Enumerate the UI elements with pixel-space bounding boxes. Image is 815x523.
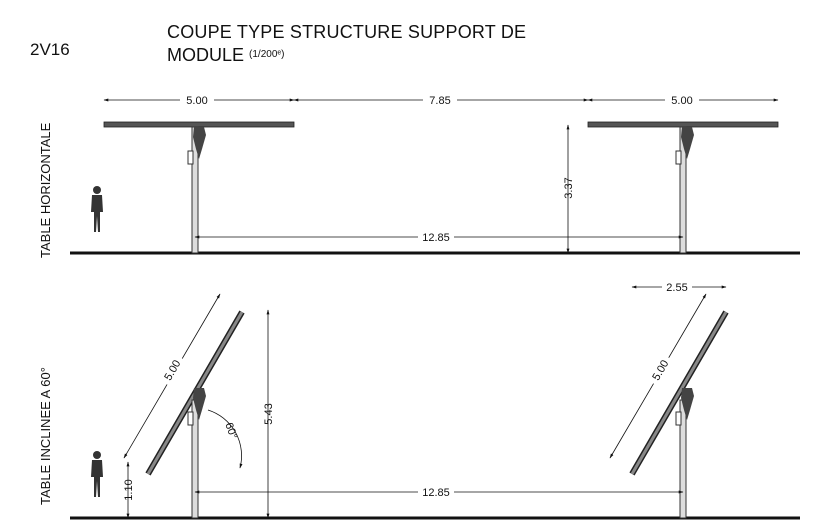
dim-tilt-angle: 60° [222,421,239,441]
scale-note: (1/200ᵉ) [249,49,285,60]
dim-horizontal-projection: 2.55 [666,282,687,294]
title-line-1: COUPE TYPE STRUCTURE SUPPORT DE [167,22,527,42]
dim-gap-width: 7.85 [429,95,450,107]
scale-figure-top [91,186,103,232]
dim-post-spacing-bottom: 12.85 [422,487,450,499]
dim-ground-clearance: 1.10 [123,479,135,500]
horizontal-section: 5.00 7.85 5.00 3.37 12.85 [70,94,800,255]
dim-height-inclined: 5.43 [263,403,275,424]
dim-post-spacing-top: 12.85 [422,232,450,244]
dim-table-left-width: 5.00 [186,95,207,107]
drawing-code: 2V16 [30,40,70,59]
title-line-2: MODULE (1/200ᵉ) [167,45,284,66]
dim-table-right-width: 5.00 [671,95,692,107]
module-table-right [587,121,779,128]
angle-arc [207,409,243,469]
module-table-left [103,121,295,128]
dim-height-horizontal: 3.37 [563,177,575,198]
scale-figure-bottom [91,451,103,497]
inclined-section: 5.00 5.00 2.55 5.43 60° 1.10 12.85 [70,281,800,520]
title-module: MODULE [167,45,245,65]
